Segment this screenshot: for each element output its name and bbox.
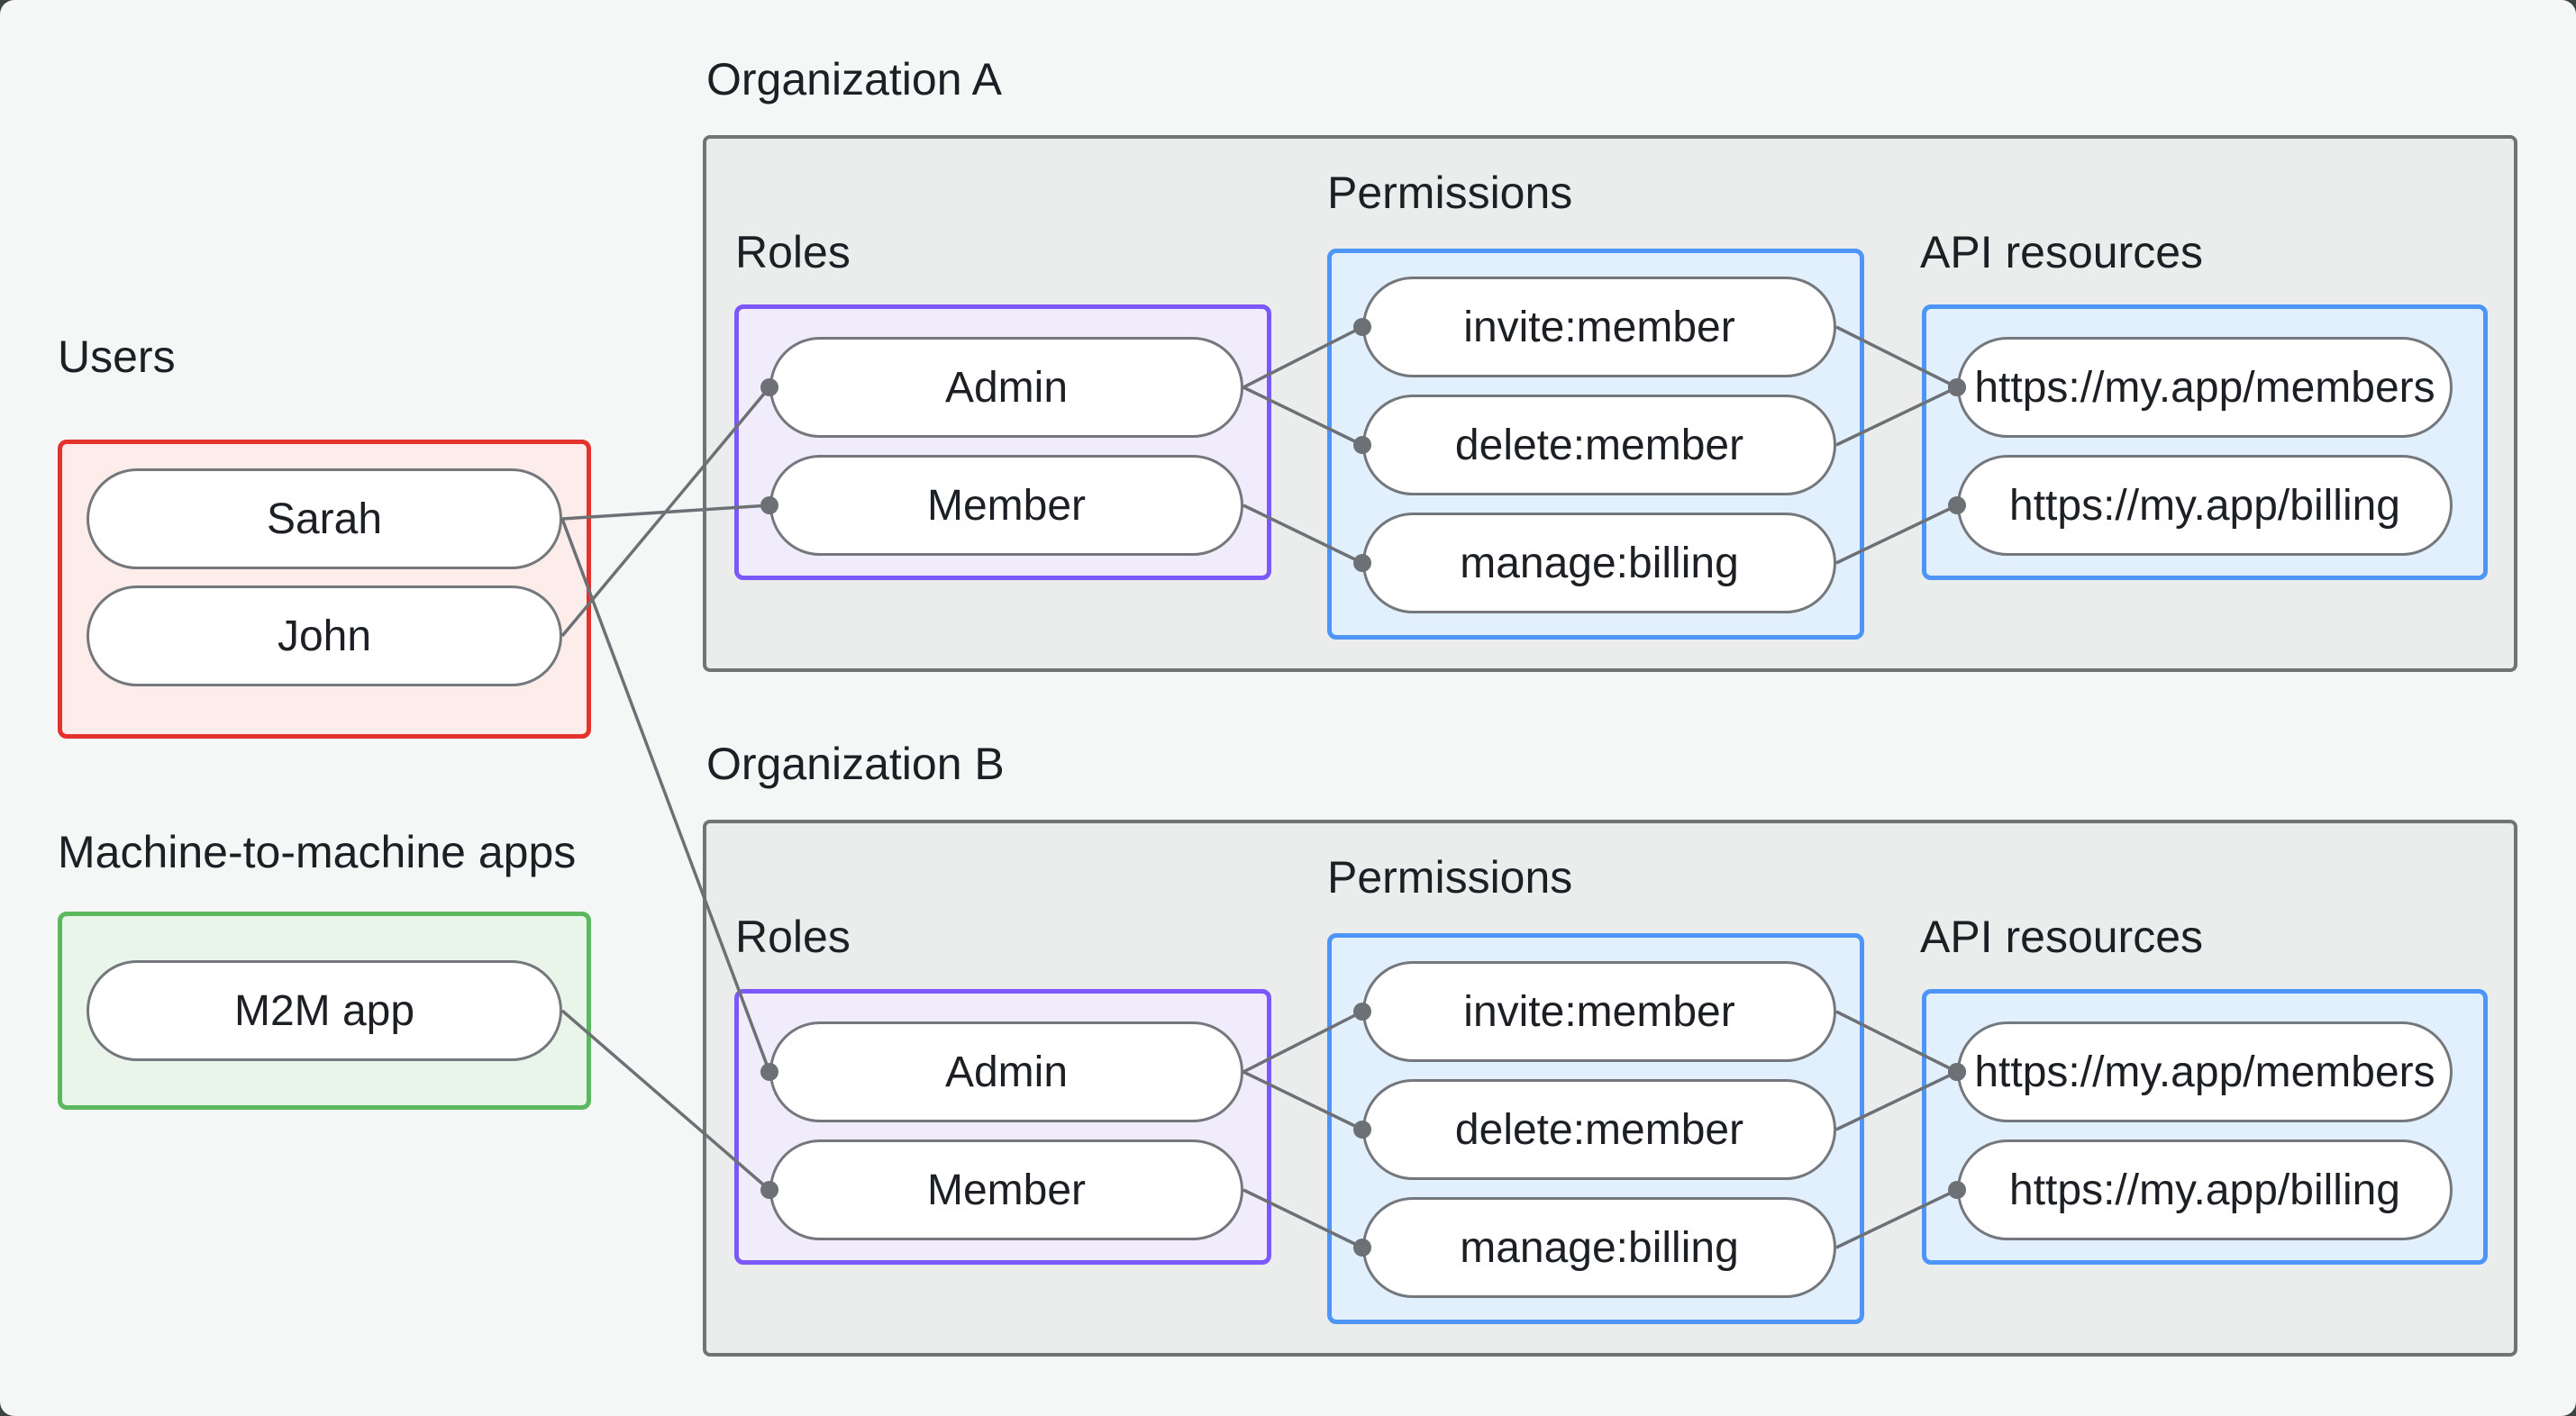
node-org-a-permission-manage-billing: manage:billing	[1362, 513, 1836, 613]
node-org-a-api-members: https://my.app/members	[1957, 337, 2453, 438]
node-org-a-role-member: Member	[769, 455, 1243, 556]
org-b-api-resources-label: API resources	[1920, 912, 2204, 962]
org-b-roles-label: Roles	[735, 912, 851, 962]
org-a-api-resources-label: API resources	[1920, 227, 2204, 277]
org-a-permissions-label: Permissions	[1327, 168, 1573, 218]
node-org-b-api-members: https://my.app/members	[1957, 1021, 2453, 1122]
node-org-b-role-member: Member	[769, 1139, 1243, 1240]
node-org-a-permission-invite-member: invite:member	[1362, 277, 1836, 377]
users-group-label: Users	[58, 331, 176, 382]
node-org-a-api-billing: https://my.app/billing	[1957, 455, 2453, 556]
org-a-label: Organization A	[706, 54, 1002, 104]
node-user-john: John	[86, 585, 562, 686]
node-org-b-api-billing: https://my.app/billing	[1957, 1139, 2453, 1240]
node-org-b-role-admin: Admin	[769, 1021, 1243, 1122]
node-org-a-permission-delete-member: delete:member	[1362, 395, 1836, 495]
org-b-label: Organization B	[706, 739, 1005, 789]
node-org-b-permission-delete-member: delete:member	[1362, 1079, 1836, 1180]
m2m-group-label: Machine-to-machine apps	[58, 827, 577, 877]
node-m2m-app: M2M app	[86, 960, 562, 1061]
node-org-b-permission-manage-billing: manage:billing	[1362, 1197, 1836, 1298]
node-org-a-role-admin: Admin	[769, 337, 1243, 438]
org-b-permissions-label: Permissions	[1327, 852, 1573, 903]
node-org-b-permission-invite-member: invite:member	[1362, 961, 1836, 1062]
org-a-roles-label: Roles	[735, 227, 851, 277]
node-user-sarah: Sarah	[86, 468, 562, 569]
